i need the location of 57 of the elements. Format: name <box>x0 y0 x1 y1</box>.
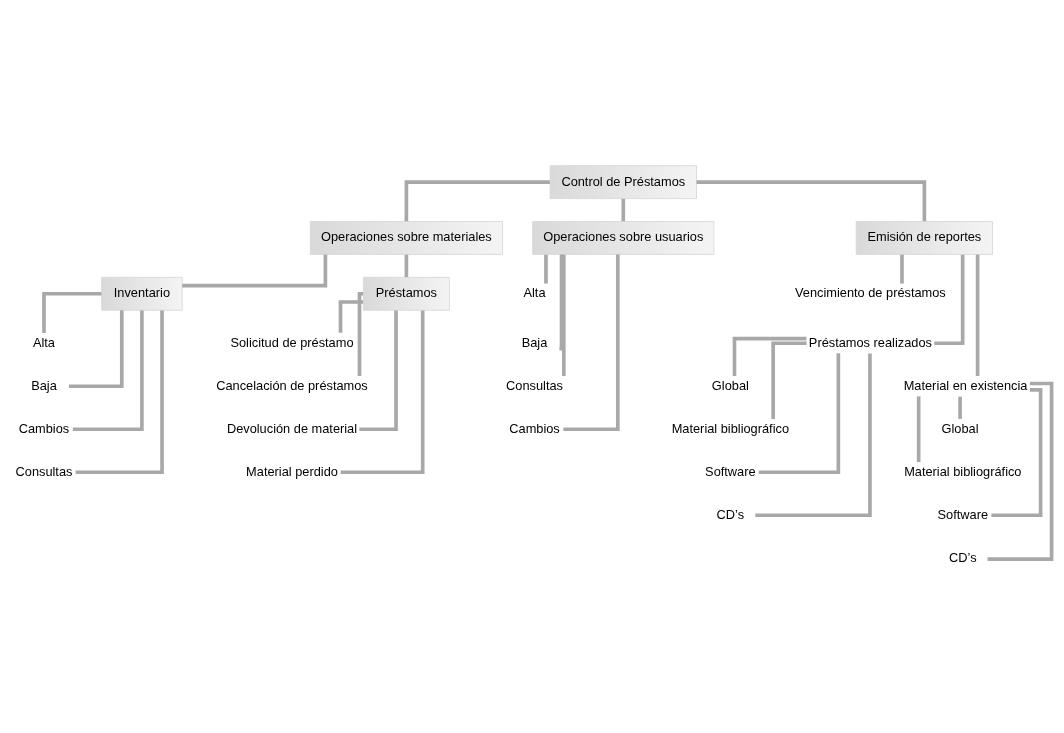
connector <box>771 340 807 419</box>
node-box: Préstamos <box>362 276 450 311</box>
node-box: Control de Préstamos <box>549 164 697 199</box>
connector <box>696 179 927 221</box>
connector <box>404 179 550 221</box>
connector <box>934 254 965 345</box>
node-text: Material perdido <box>246 463 338 479</box>
node-text: Alta <box>523 284 546 300</box>
node-box: Operaciones sobre materiales <box>309 220 503 255</box>
connector <box>758 352 841 474</box>
node-text: Material bibliográfico <box>671 420 790 436</box>
connector <box>563 254 620 431</box>
node-text: Cancelación de préstamos <box>216 377 368 393</box>
node-box: Operaciones sobre usuarios <box>532 220 715 255</box>
connector <box>900 254 904 284</box>
connector <box>916 395 921 462</box>
node-text: Consultas <box>506 377 563 393</box>
connector <box>359 309 398 431</box>
node-text: CD’s <box>716 506 745 522</box>
connector <box>732 336 807 376</box>
node-box: Emisión de reportes <box>855 220 993 255</box>
connector <box>558 254 564 351</box>
connector <box>338 299 364 333</box>
connector <box>75 310 164 474</box>
connector <box>987 381 1054 561</box>
node-box: Inventario <box>101 276 183 311</box>
connector <box>975 254 980 376</box>
node-text: Software <box>705 463 756 479</box>
node-text: Global <box>711 377 749 393</box>
connector <box>991 387 1043 517</box>
node-text: Baja <box>31 377 57 393</box>
node-text: Consultas <box>15 463 73 479</box>
node-text: Material bibliográfico <box>904 463 1022 479</box>
connector <box>72 309 144 431</box>
node-text: Cambios <box>509 420 560 436</box>
node-text: Alta <box>32 334 56 350</box>
node-text: Devolución de material <box>226 420 358 436</box>
node-text: Cambios <box>18 420 70 436</box>
node-text: Material en existencia <box>903 377 1028 393</box>
connector <box>69 309 124 388</box>
connector <box>340 310 425 474</box>
connector <box>755 352 872 517</box>
connector <box>561 254 566 376</box>
node-text: Baja <box>521 334 548 350</box>
node-text: Préstamos realizados <box>808 334 932 350</box>
connector <box>357 291 364 376</box>
node-text: Vencimiento de préstamos <box>794 284 946 300</box>
connector <box>621 198 626 221</box>
connector <box>404 254 409 277</box>
node-text: Solicitud de préstamo <box>230 334 354 350</box>
node-text: Software <box>937 506 989 522</box>
node-text: CD’s <box>949 549 977 565</box>
connector <box>182 254 328 287</box>
connector <box>544 254 548 284</box>
connector <box>42 291 102 333</box>
connector <box>958 396 962 419</box>
node-text: Global <box>941 420 979 436</box>
